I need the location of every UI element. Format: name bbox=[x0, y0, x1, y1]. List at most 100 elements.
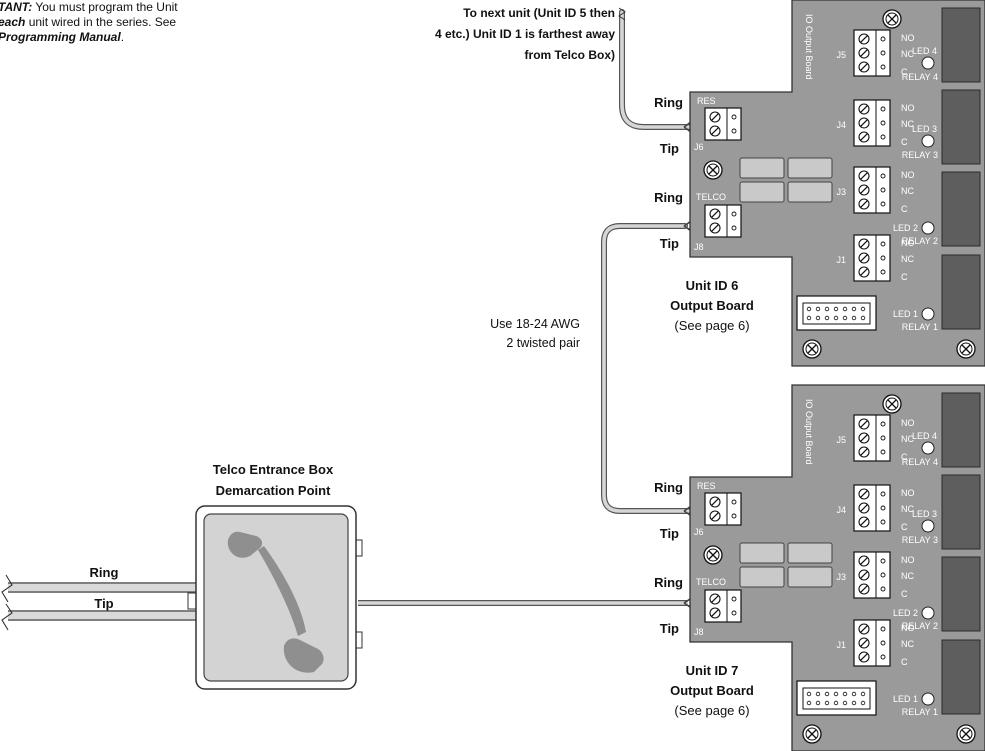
relay-label: RELAY 4 bbox=[902, 72, 938, 82]
cable-note: Use 18-24 AWG 2 twisted pair bbox=[490, 317, 580, 350]
telco-label: TELCO bbox=[696, 192, 726, 202]
component-pad bbox=[739, 157, 785, 179]
relay-icon bbox=[941, 474, 981, 550]
res-label: RES bbox=[697, 481, 716, 491]
component-pad bbox=[739, 181, 785, 203]
c-label: C bbox=[901, 589, 908, 599]
no-label: NO bbox=[901, 555, 915, 565]
relay-icon bbox=[941, 7, 981, 83]
relay-label: RELAY 2 bbox=[902, 621, 938, 631]
svg-text:Demarcation Point: Demarcation Point bbox=[216, 483, 332, 498]
cable-between-units bbox=[601, 223, 691, 514]
c-label: C bbox=[901, 657, 908, 667]
pcb-outline bbox=[689, 384, 985, 751]
component-pad bbox=[787, 542, 833, 564]
svg-text:each unit wired in the series.: each unit wired in the series. See bbox=[0, 15, 176, 29]
relay-label: RELAY 3 bbox=[902, 150, 938, 160]
unit-page-ref: (See page 6) bbox=[674, 318, 749, 333]
led-icon bbox=[921, 56, 935, 70]
left-ring-tip-wires: Ring Tip bbox=[1, 565, 196, 631]
mounting-screw-icon bbox=[956, 339, 976, 359]
led-icon bbox=[921, 606, 935, 620]
ring-label-telco: Ring bbox=[654, 575, 683, 590]
led-label: LED 2 bbox=[893, 223, 918, 233]
led-label: LED 3 bbox=[912, 124, 937, 134]
screw-terminal-icon bbox=[705, 493, 741, 525]
j6-label: J6 bbox=[694, 142, 704, 152]
svg-text:Ring: Ring bbox=[90, 565, 119, 580]
mounting-screw-icon bbox=[703, 545, 723, 565]
screw-terminal-icon bbox=[854, 485, 890, 531]
relay-label: RELAY 2 bbox=[902, 236, 938, 246]
led-label: LED 1 bbox=[893, 309, 918, 319]
res-terminal: RES J6 bbox=[694, 481, 741, 537]
tip-label-res: Tip bbox=[660, 141, 679, 156]
nc-label: NC bbox=[901, 186, 914, 196]
board-header-label: IO Output Board bbox=[804, 14, 814, 80]
no-label: NO bbox=[901, 488, 915, 498]
ribbon-header bbox=[796, 295, 877, 331]
programming-note: TANT: You must program the Unit each uni… bbox=[0, 0, 178, 44]
nc-label: NC bbox=[901, 434, 914, 444]
unit-id-label: Unit ID 6 bbox=[686, 278, 739, 293]
no-label: NO bbox=[901, 103, 915, 113]
relay-label: RELAY 3 bbox=[902, 535, 938, 545]
component-pad bbox=[787, 181, 833, 203]
screw-terminal-icon bbox=[854, 620, 890, 666]
svg-text:To next unit (Unit ID 5 then: To next unit (Unit ID 5 then bbox=[463, 6, 615, 20]
next-unit-label: To next unit (Unit ID 5 then 4 etc.) Uni… bbox=[435, 6, 615, 62]
nc-label: NC bbox=[901, 119, 914, 129]
screw-terminal-icon bbox=[854, 552, 890, 598]
led-label: LED 1 bbox=[893, 694, 918, 704]
relay-label: RELAY 4 bbox=[902, 457, 938, 467]
relay-icon bbox=[941, 392, 981, 468]
screw-terminal-icon bbox=[854, 235, 890, 281]
component-pad bbox=[787, 566, 833, 588]
screw-terminal-icon bbox=[854, 415, 890, 461]
ring-label-res: Ring bbox=[654, 480, 683, 495]
led-icon bbox=[921, 692, 935, 706]
mounting-screw-icon bbox=[802, 339, 822, 359]
relay-label: RELAY 1 bbox=[902, 707, 938, 717]
no-label: NO bbox=[901, 238, 915, 248]
connector-label: J3 bbox=[836, 572, 846, 582]
unit-id-label: Unit ID 7 bbox=[686, 663, 739, 678]
c-label: C bbox=[901, 272, 908, 282]
svg-text:Telco Entrance Box: Telco Entrance Box bbox=[213, 462, 334, 477]
c-label: C bbox=[901, 204, 908, 214]
j6-label: J6 bbox=[694, 527, 704, 537]
tip-label-telco: Tip bbox=[660, 236, 679, 251]
ring-label-res: Ring bbox=[654, 95, 683, 110]
mounting-screw-icon bbox=[956, 724, 976, 744]
component-pad bbox=[739, 542, 785, 564]
unit-board-label: Output Board bbox=[670, 683, 754, 698]
led-icon bbox=[921, 221, 935, 235]
tip-label-telco: Tip bbox=[660, 621, 679, 636]
relay-icon bbox=[941, 556, 981, 632]
connector-label: J4 bbox=[836, 505, 846, 515]
screw-terminal-icon bbox=[705, 590, 741, 622]
led-label: LED 2 bbox=[893, 608, 918, 618]
no-label: NO bbox=[901, 623, 915, 633]
nc-label: NC bbox=[901, 639, 914, 649]
component-pad bbox=[787, 157, 833, 179]
c-label: C bbox=[901, 522, 908, 532]
j8-label: J8 bbox=[694, 627, 704, 637]
nc-label: NC bbox=[901, 504, 914, 514]
screw-terminal-icon bbox=[705, 205, 741, 237]
svg-text:2 twisted pair: 2 twisted pair bbox=[506, 336, 580, 350]
svg-text:Tip: Tip bbox=[94, 596, 113, 611]
relay-label: RELAY 1 bbox=[902, 322, 938, 332]
telco-label: TELCO bbox=[696, 577, 726, 587]
